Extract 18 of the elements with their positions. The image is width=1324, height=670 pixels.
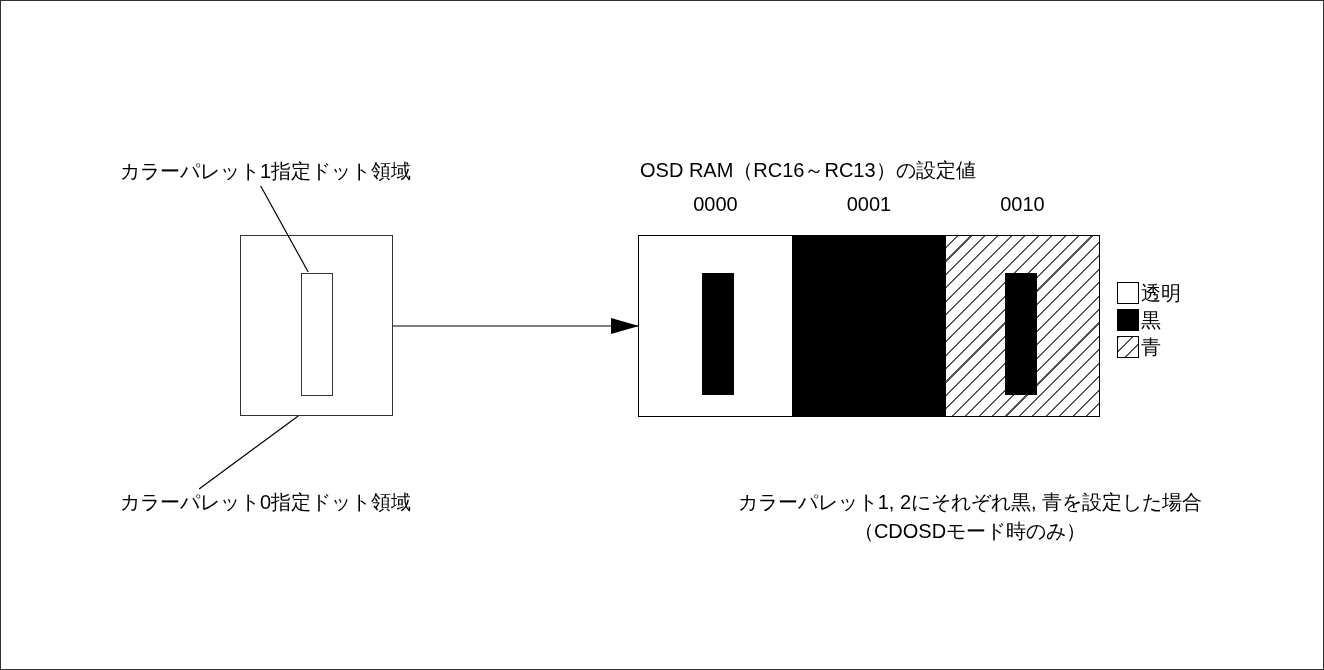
callout-text: カラーパレット0指定ドット領域 (120, 489, 410, 517)
leader-line (198, 415, 299, 490)
dot-bar (702, 273, 734, 395)
dot-bar (1005, 273, 1037, 395)
legend-text: 黒 (1141, 308, 1161, 333)
arrow (392, 318, 639, 334)
callout-text: カラーパレット1指定ドット領域 (120, 158, 410, 186)
caption-text: カラーパレット1, 2にそれぞれ黒, 青を設定した場合 (736, 490, 1204, 515)
column-header: 0001 (845, 192, 893, 217)
dot-area-rect (301, 273, 333, 396)
column-header: 0010 (999, 192, 1046, 217)
caption-text: （CDOSDモード時のみ） (852, 519, 1088, 544)
leader-line (260, 185, 309, 273)
legend-text: 青 (1141, 335, 1161, 360)
dot-area-box (240, 235, 393, 416)
legend-text: 透明 (1141, 281, 1181, 306)
column-header: 0000 (692, 192, 739, 217)
heading-text: OSD RAM（RC16～RC13）の設定値 (640, 158, 977, 183)
